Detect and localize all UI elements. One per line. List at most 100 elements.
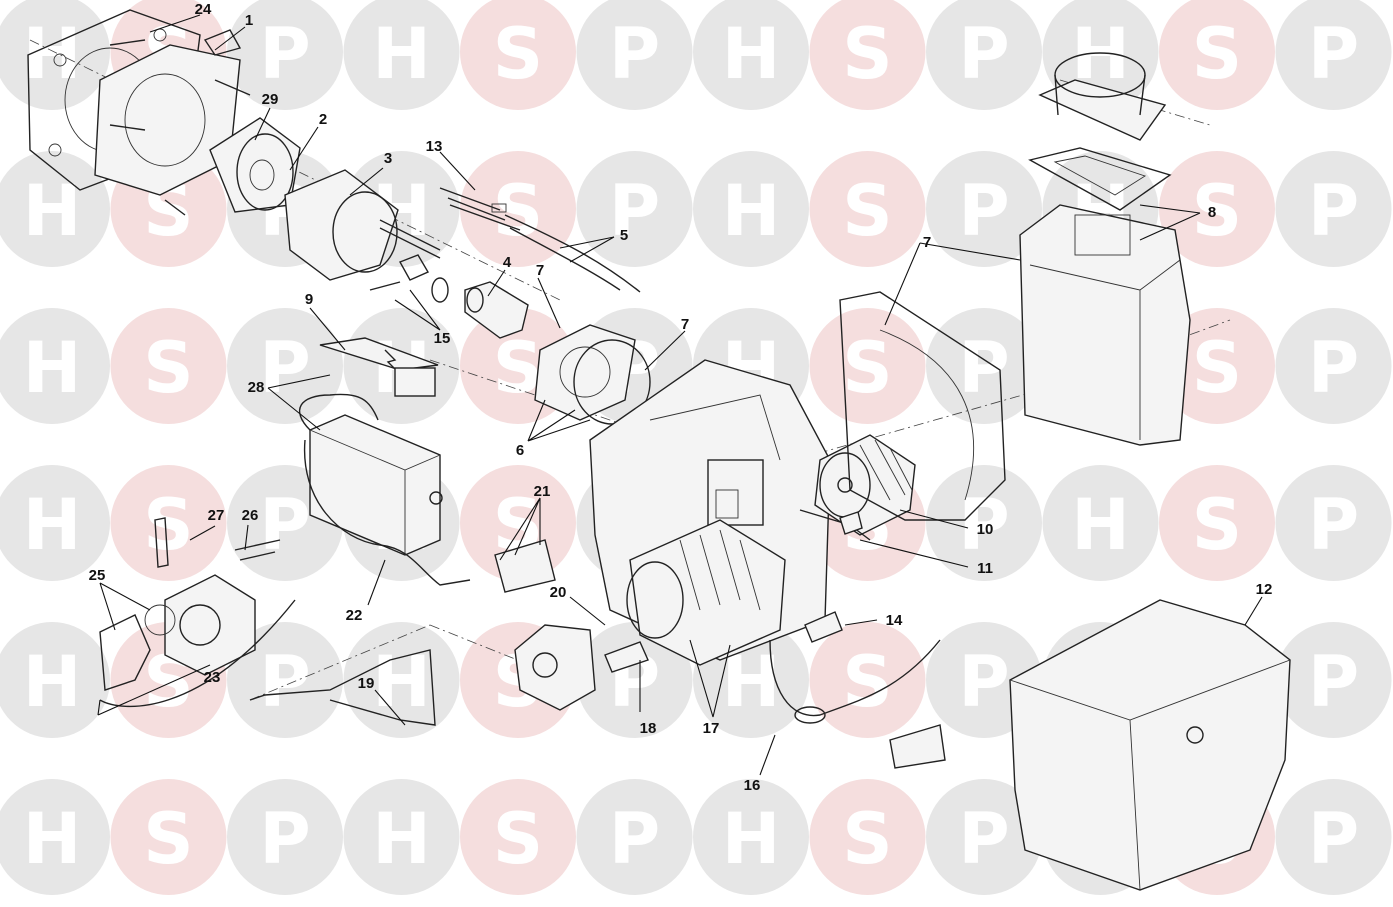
label-18: 18 [640,720,657,737]
label-1: 1 [245,12,253,29]
watermark-circle [693,0,809,110]
watermark-circle [926,308,1042,424]
label-15: 15 [434,330,451,347]
watermark-circle [110,465,227,581]
watermark-letter: H [1071,484,1130,566]
watermark-circle [0,0,110,110]
watermark-letter: H [722,798,781,880]
watermark-circle [110,308,227,424]
part-18-coupling [604,641,649,673]
watermark-circle [693,151,809,267]
watermark-letter: P [609,170,660,252]
watermark-circle [460,779,576,895]
label-26: 26 [242,507,259,524]
part-28-control-box [298,393,443,556]
watermark-letter: S [493,170,543,252]
watermark-circle [460,151,576,267]
watermark-circle [0,465,110,581]
watermark-letter: P [1308,170,1359,252]
watermark-letter: P [1308,798,1359,880]
watermark-letter: S [842,170,892,252]
watermark-circle [1042,465,1159,581]
watermark-letter: P [259,13,310,95]
watermark-circle [926,151,1042,267]
label-8: 8 [1208,204,1216,221]
watermark-circle [926,0,1042,110]
part-3-blast-tube [284,169,441,281]
watermark-circle [227,779,343,895]
label-28: 28 [248,379,265,396]
oil-pump [514,624,596,711]
watermark-letter: H [23,798,82,880]
part-17-motor [626,519,786,666]
part-16-cable [769,639,946,769]
watermark-letter: P [958,484,1009,566]
watermark-letter: H [722,170,781,252]
label-11: 11 [977,560,993,577]
watermark-letter: P [609,798,660,880]
watermark-circle [1275,308,1392,424]
label-7b: 7 [681,316,689,333]
watermark-letter: H [722,13,781,95]
part-12-burner-cover [1009,599,1291,891]
watermark-circle [0,308,110,424]
watermark-circle [0,151,110,267]
watermark-circle [1159,0,1275,110]
watermark-letter: S [493,798,543,880]
watermark-letter: P [958,641,1009,723]
label-20: 20 [550,584,567,601]
watermark-letter: H [23,641,82,723]
watermark-letter: S [493,13,543,95]
watermark-letter: P [958,13,1009,95]
label-21: 21 [534,483,551,500]
watermark-circle [576,151,693,267]
watermark-letter: H [23,327,82,409]
watermark-letter: H [23,484,82,566]
watermark-letter: S [143,798,193,880]
label-23: 23 [204,669,221,686]
label-24: 24 [195,1,212,18]
watermark-letter: H [372,13,431,95]
watermark-letter: S [842,327,892,409]
watermark-circle [343,779,460,895]
part-9-cover-plate [319,337,439,397]
air-inlet-collar [1038,52,1167,141]
watermark-letter: H [372,798,431,880]
watermark-circle [1159,465,1275,581]
watermark-letter: S [842,641,892,723]
watermark-circle [1275,465,1392,581]
watermark-letter: S [1192,13,1242,95]
watermark-letter: P [259,484,310,566]
watermark-circle [227,0,343,110]
part-22-cable [303,439,471,586]
watermark-circle [926,779,1042,895]
watermark-circle [460,0,576,110]
watermark-letter: P [259,798,310,880]
part-4-nozzle-holder [464,281,529,339]
watermark-letter: S [1192,327,1242,409]
watermark-letter: P [1308,641,1359,723]
label-25: 25 [89,567,106,584]
watermark-circle [1159,151,1275,267]
watermark-circle [0,779,110,895]
watermark-letter: S [1192,484,1242,566]
watermark-circle [809,779,926,895]
label-13: 13 [426,138,443,155]
leader-lines [97,14,1263,776]
part-7-air-shutter-plate [534,324,636,421]
label-7c: 7 [923,234,931,251]
watermark-letter: P [1308,13,1359,95]
watermark-letter: H [23,170,82,252]
watermark-letter: P [609,13,660,95]
watermark-letter: P [1308,327,1359,409]
watermark-letter: P [958,170,1009,252]
label-2: 2 [319,111,327,128]
part-7-fan-volute [839,291,1006,521]
watermark-circle [227,622,343,738]
watermark-letter: S [842,798,892,880]
part-29-diffuser [209,117,301,213]
label-6: 6 [516,442,524,459]
watermark-circle [926,465,1042,581]
